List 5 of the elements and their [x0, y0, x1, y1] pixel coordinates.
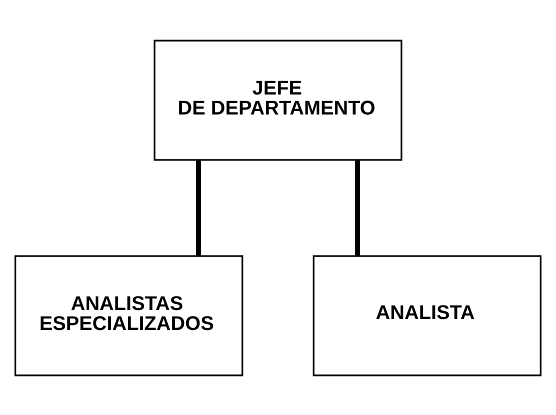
connector — [196, 160, 201, 256]
connector — [355, 160, 360, 256]
node-box: ANALISTA — [312, 254, 542, 376]
node-box: ANALISTAS ESPECIALIZADOS — [14, 254, 244, 376]
node-box: JEFE DE DEPARTAMENTO — [154, 39, 402, 160]
